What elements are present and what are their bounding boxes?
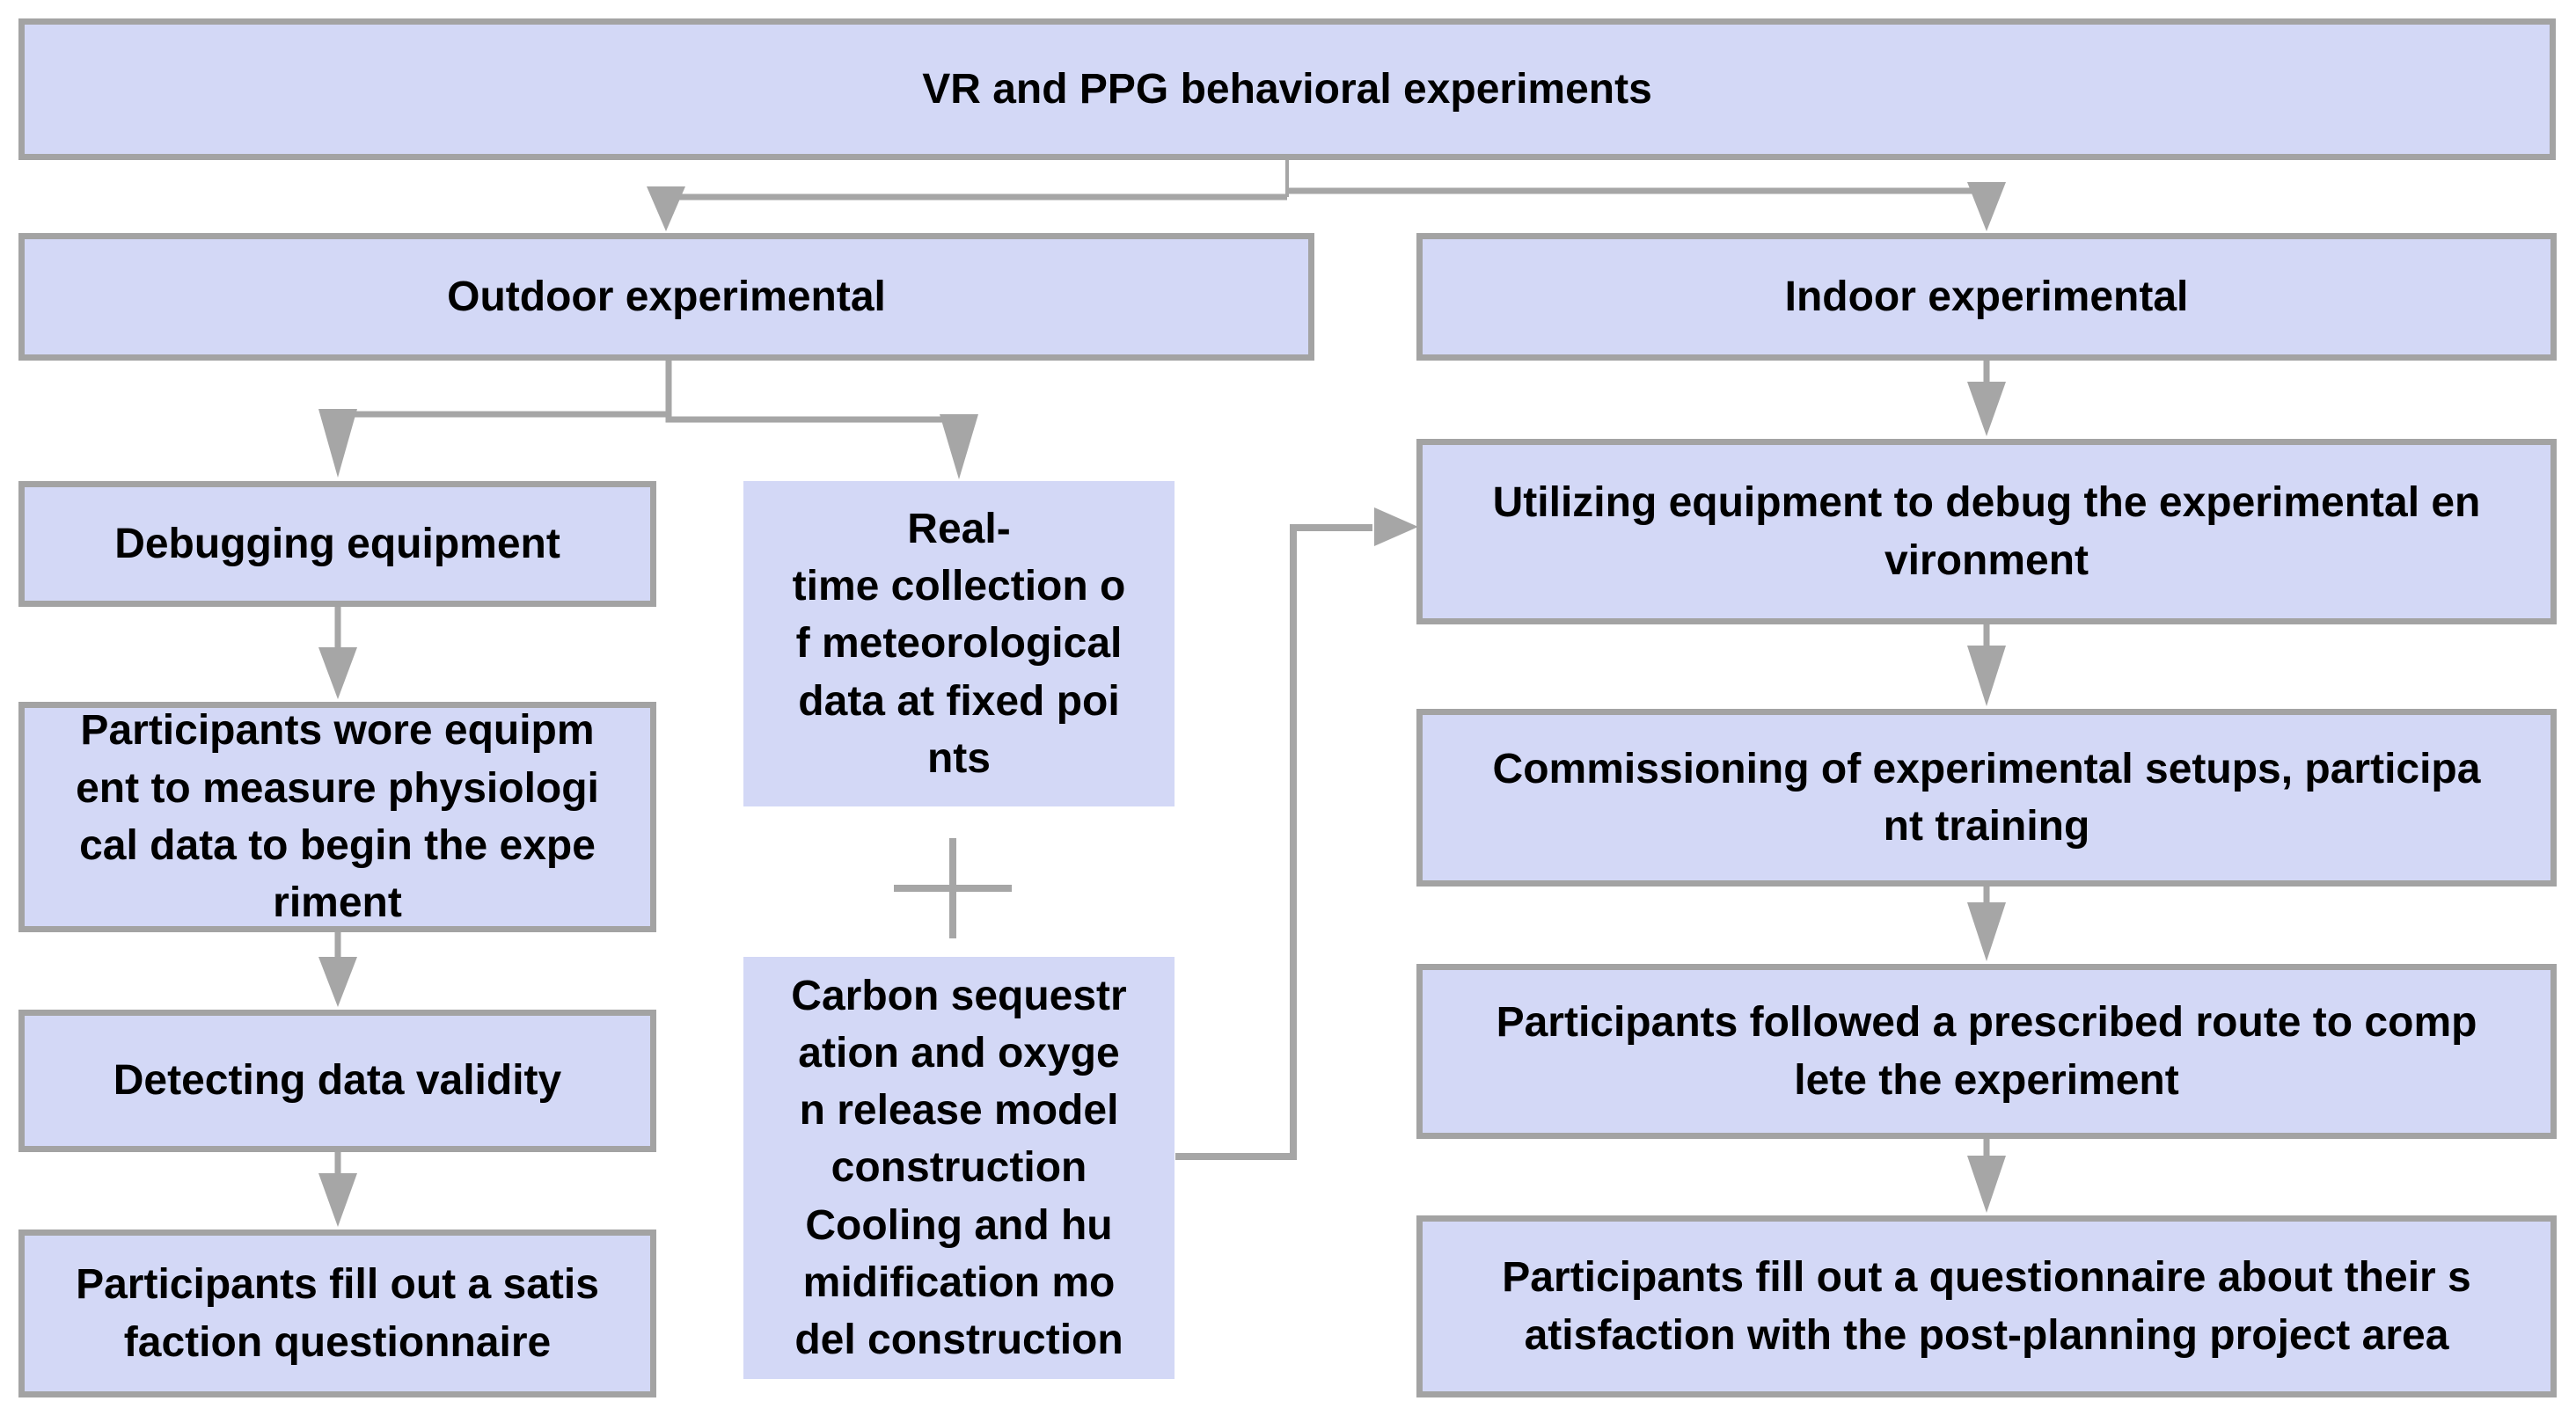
node-prescribed-route: Participants followed a prescribed route… bbox=[1416, 964, 2557, 1139]
connector-outdoor-to-realtime bbox=[665, 361, 959, 423]
arrowhead-to-route bbox=[1967, 902, 2006, 961]
node-outdoor-experimental: Outdoor experimental bbox=[18, 233, 1314, 361]
arrowhead-to-indoor bbox=[1967, 182, 2006, 231]
node-debugging-equipment: Debugging equipment bbox=[18, 481, 656, 607]
arrowhead-to-commissioning bbox=[1967, 646, 2006, 706]
arrowhead-to-questionnaire bbox=[1967, 1156, 2006, 1213]
node-commissioning-setups: Commissioning of experimental setups, pa… bbox=[1416, 709, 2557, 887]
arrowhead-to-satisfaction bbox=[318, 1173, 357, 1227]
node-detecting-data-validity: Detecting data validity bbox=[18, 1010, 656, 1152]
arrowhead-models-to-utilizing bbox=[1374, 507, 1418, 546]
arrowhead-to-detecting bbox=[318, 957, 357, 1007]
connector-models-to-utilizing bbox=[1175, 524, 1372, 1160]
node-indoor-experimental: Indoor experimental bbox=[1416, 233, 2557, 361]
arrowhead-to-utilizing bbox=[1967, 382, 2006, 436]
node-root: VR and PPG behavioral experiments bbox=[18, 18, 2556, 160]
node-utilizing-equipment-debug: Utilizing equipment to debug the experim… bbox=[1416, 439, 2557, 624]
node-model-construction: Carbon sequestr ation and oxyge n releas… bbox=[743, 957, 1175, 1379]
node-postplanning-questionnaire: Participants fill out a questionnaire ab… bbox=[1416, 1215, 2557, 1397]
arrowhead-to-debugging bbox=[318, 409, 357, 478]
plus-icon bbox=[894, 838, 1012, 938]
connector-outdoor-to-debugging bbox=[338, 361, 672, 418]
arrowhead-to-wore bbox=[318, 647, 357, 699]
arrowhead-to-realtime bbox=[940, 414, 978, 479]
node-participants-wore-equipment: Participants wore equipm ent to measure … bbox=[18, 702, 656, 932]
node-realtime-meteorological-collection: Real- time collection o f meteorological… bbox=[743, 481, 1175, 806]
node-satisfaction-questionnaire: Participants fill out a satis faction qu… bbox=[18, 1230, 656, 1397]
arrowhead-to-outdoor bbox=[647, 186, 685, 231]
